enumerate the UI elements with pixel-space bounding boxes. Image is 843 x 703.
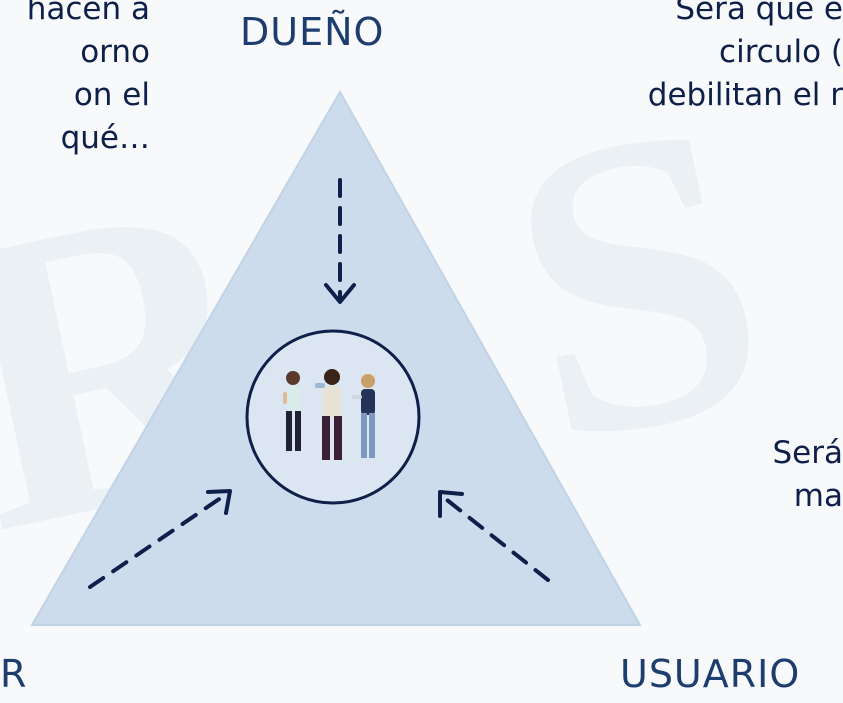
left-text-line: qué… <box>60 120 150 156</box>
arrow-from-bottom-left <box>88 491 230 589</box>
right-text-line: debilitan el r <box>647 77 843 113</box>
people-group-icon <box>283 369 375 460</box>
right-text-line: circulo ( <box>719 34 843 70</box>
right-text-block: Será que e circulo ( debilitan el r <box>560 0 843 117</box>
mid-right-text-line: Será <box>772 435 843 471</box>
bottom-left-label: R <box>0 652 28 696</box>
arrow-from-bottom-right <box>440 494 550 582</box>
arrow-from-bottom-left-head <box>206 489 232 515</box>
left-text-line: hacen a <box>26 0 150 27</box>
mid-right-text-line: ma <box>793 478 843 514</box>
left-text-line: orno <box>80 34 150 70</box>
owner-label: DUEÑO <box>240 10 385 54</box>
left-text-line: on el <box>73 77 150 113</box>
arrow-from-top-head <box>324 283 356 304</box>
right-text-line: Será que e <box>675 0 843 27</box>
mid-right-text-block: Será ma <box>640 432 843 518</box>
user-label: USUARIO <box>620 652 801 696</box>
left-text-block: hacen a orno on el qué… <box>0 0 150 160</box>
arrow-from-bottom-right-head <box>438 490 464 518</box>
